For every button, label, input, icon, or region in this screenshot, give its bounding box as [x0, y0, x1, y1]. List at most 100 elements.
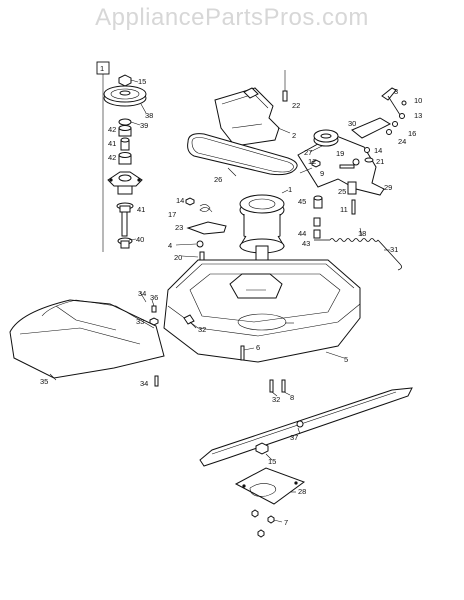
part-label-17: 17: [168, 210, 176, 219]
spindle-bushing-lower[interactable]: [116, 202, 134, 213]
part-label-22: 22: [292, 101, 300, 110]
part-label-9: 9: [320, 169, 324, 178]
stud-nut[interactable]: [185, 197, 195, 206]
part-label-6: 6: [256, 343, 260, 352]
part-label-34-top: 34: [138, 289, 146, 298]
deck-bracket-lug[interactable]: [183, 314, 195, 325]
belt-cover[interactable]: [214, 87, 280, 147]
part-label-15-blade: 15: [268, 457, 276, 466]
part-label-16: 16: [408, 129, 416, 138]
idler-washer[interactable]: [364, 147, 370, 153]
deck-bolt[interactable]: [240, 345, 245, 361]
part-label-41-upper: 41: [108, 139, 116, 148]
part-label-42-lower: 42: [108, 153, 116, 162]
cable-ferrule[interactable]: [313, 195, 323, 209]
part-label-11: 11: [340, 205, 348, 214]
spindle-spacer[interactable]: [118, 118, 132, 126]
part-label-14-left: 14: [176, 196, 184, 205]
part-label-44: 44: [298, 229, 306, 238]
part-label-37: 37: [290, 433, 298, 442]
cable-fitting[interactable]: [313, 229, 321, 239]
part-label-28: 28: [298, 487, 306, 496]
part-label-19: 19: [336, 149, 344, 158]
part-label-8: 8: [290, 393, 294, 402]
part-label-42-upper: 42: [108, 125, 116, 134]
idler-arm-left[interactable]: [186, 221, 227, 235]
part-label-38: 38: [145, 111, 153, 120]
spindle-bearing-lower[interactable]: [118, 152, 132, 165]
deck-screw-b[interactable]: [281, 379, 286, 393]
idler-spring[interactable]: [314, 238, 402, 271]
part-label-7: 7: [284, 518, 288, 527]
flat-washer[interactable]: [196, 240, 204, 248]
part-label-3: 3: [394, 87, 398, 96]
drive-belt[interactable]: [187, 133, 298, 176]
part-label-25: 25: [338, 187, 346, 196]
mower-blade[interactable]: [199, 387, 413, 467]
part-label-13: 13: [414, 111, 422, 120]
chute-nut[interactable]: [149, 317, 159, 326]
part-label-15: 15: [138, 77, 146, 86]
hex-bolt[interactable]: [351, 199, 356, 215]
part-label-27: 27: [304, 148, 312, 157]
spindle-shaft[interactable]: [117, 211, 133, 249]
part-label-1: 1: [288, 185, 292, 194]
rod-nut[interactable]: [392, 121, 398, 127]
spindle-kit-group: 1: [96, 61, 147, 252]
mower-deck[interactable]: [163, 259, 361, 363]
bracket-plate[interactable]: [347, 181, 357, 195]
cover-screw[interactable]: [282, 90, 288, 102]
part-label-21: 21: [376, 157, 384, 166]
part-label-26: 26: [214, 175, 222, 184]
part-label-12: 12: [308, 157, 316, 166]
idler-bolt[interactable]: [339, 164, 355, 169]
rod-spacer[interactable]: [386, 129, 392, 135]
chute-bolt[interactable]: [151, 305, 157, 313]
idler-bushing[interactable]: [364, 157, 374, 163]
part-label-33: 33: [136, 317, 144, 326]
part-label-20: 20: [174, 253, 182, 262]
part-label-14: 14: [374, 146, 382, 155]
chute-pivot-bolt[interactable]: [154, 375, 159, 387]
part-label-41-lower: 41: [137, 205, 145, 214]
center-pulley-assembly[interactable]: [239, 194, 285, 265]
part-label-29: 29: [384, 183, 392, 192]
part-label-5: 5: [344, 355, 348, 364]
part-label-18: 18: [358, 229, 366, 238]
shoulder-bolt[interactable]: [199, 251, 205, 261]
spindle-pulley[interactable]: [103, 85, 147, 107]
kit-box-label: 1: [100, 64, 104, 73]
part-label-24: 24: [398, 137, 406, 146]
part-label-2: 2: [292, 131, 296, 140]
part-labels: 15 38 39 42 41 42 41 40 22 2 26 1 3 10 1…: [40, 77, 422, 527]
part-label-23: 23: [175, 223, 183, 232]
plate-screw-c[interactable]: [257, 529, 265, 538]
spindle-nut[interactable]: [118, 74, 132, 87]
blade-nut[interactable]: [255, 442, 269, 455]
spindle-mount-plate[interactable]: [234, 467, 306, 505]
idler-nut[interactable]: [311, 159, 321, 168]
part-label-45: 45: [298, 197, 306, 206]
part-label-43: 43: [302, 239, 310, 248]
spindle-bushing-upper[interactable]: [120, 137, 130, 151]
part-label-10: 10: [414, 96, 422, 105]
spindle-bearing-upper[interactable]: [118, 125, 132, 137]
plate-screw-b[interactable]: [267, 515, 275, 524]
part-label-32-lower: 32: [272, 395, 280, 404]
idler-bracket[interactable]: [351, 117, 392, 139]
idler-pulley[interactable]: [313, 129, 339, 147]
plate-screw[interactable]: [251, 509, 259, 518]
discharge-chute[interactable]: [9, 299, 165, 379]
engagement-rod[interactable]: [381, 87, 397, 101]
part-label-39: 39: [140, 121, 148, 130]
part-label-32-upper: 32: [198, 325, 206, 334]
rod-washer[interactable]: [399, 113, 405, 119]
cable-clip[interactable]: [313, 217, 321, 227]
spindle-housing[interactable]: [107, 171, 143, 195]
hair-pin[interactable]: [401, 100, 407, 106]
torsion-spring[interactable]: [199, 204, 213, 213]
watermark: AppliancePartsPros.com: [95, 4, 369, 31]
part-label-31: 31: [390, 245, 398, 254]
deck-screw[interactable]: [269, 379, 274, 393]
